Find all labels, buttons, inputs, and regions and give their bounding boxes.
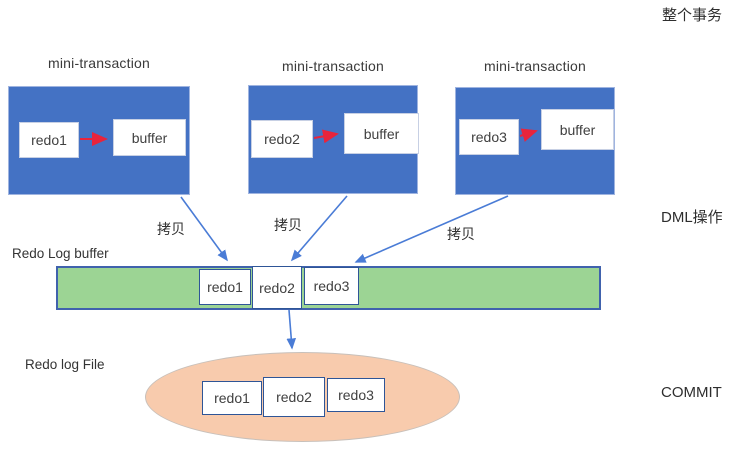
log-file-cell-redo3: redo3 — [327, 378, 385, 412]
mini-transaction-title-3: mini-transaction — [483, 58, 586, 74]
redo2-record-box: redo2 — [251, 120, 313, 158]
buffer-box-1: buffer — [113, 119, 186, 156]
copy-label-3: 拷贝 — [447, 226, 475, 242]
copy-label-1: 拷贝 — [157, 221, 185, 237]
mini-transaction-box-1: redo1 buffer — [8, 86, 190, 195]
mini-transaction-title-1: mini-transaction — [47, 55, 150, 71]
annotation-whole-transaction: 整个事务 — [662, 7, 723, 24]
log-buffer-cell-redo1: redo1 — [199, 269, 251, 305]
redo3-record-box: redo3 — [459, 119, 519, 155]
copy-arrow-3 — [354, 195, 509, 263]
copy-label-2: 拷贝 — [274, 217, 302, 233]
flush-arrow — [286, 309, 297, 350]
log-file-cell-redo1: redo1 — [202, 381, 262, 415]
log-buffer-cell-redo3: redo3 — [304, 267, 359, 305]
redo-log-buffer-label: Redo Log buffer — [12, 246, 109, 261]
redo-log-file-label: Redo log File — [25, 357, 105, 372]
buffer-box-2: buffer — [344, 113, 419, 154]
mini-transaction-box-3: redo3 buffer — [455, 87, 615, 195]
log-buffer-cell-redo2: redo2 — [252, 266, 302, 309]
mini-transaction-title-2: mini-transaction — [281, 58, 384, 74]
annotation-commit: COMMIT — [661, 384, 722, 401]
copy-arrow-1 — [180, 196, 228, 262]
annotation-dml-operation: DML操作 — [661, 209, 723, 226]
log-file-cell-redo2: redo2 — [263, 377, 325, 417]
mini-transaction-box-2: redo2 buffer — [248, 85, 419, 194]
buffer-box-3: buffer — [541, 109, 614, 150]
redo1-record-box: redo1 — [19, 122, 79, 158]
